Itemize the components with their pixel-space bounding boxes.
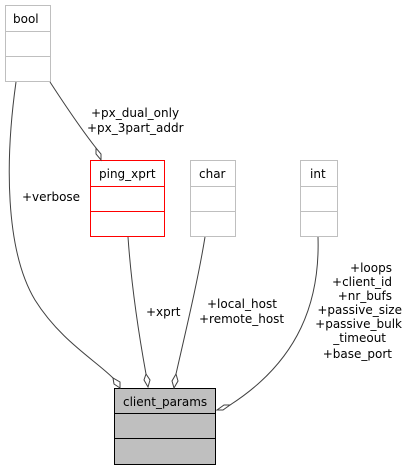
node-bool-title: bool	[13, 12, 39, 26]
edge-ping-xprt-to-client-params-diamond	[143, 372, 151, 389]
node-char-frame	[190, 160, 236, 237]
edge-bool-to-client-params-line	[8, 81, 114, 379]
edge-int-to-client-params-label-1: +loops	[350, 261, 392, 275]
node-bool[interactable]: bool	[5, 5, 51, 82]
edge-bool-to-client-params-label: +verbose	[22, 190, 80, 204]
node-ping-xprt[interactable]: ping_xprt	[90, 160, 165, 237]
edge-int-to-client-params-label-5: +passive_bulk	[315, 317, 402, 331]
edge-ping-xprt-to-client-params-label: +xprt	[146, 305, 181, 319]
edge-char-to-client-params-label-2: +remote_host	[199, 312, 284, 326]
edge-char-to-client-params-diamond	[171, 372, 179, 390]
node-ping-xprt-title: ping_xprt	[99, 167, 156, 181]
edge-bool-to-ping-xprt-line	[49, 81, 97, 149]
edge-int-to-client-params-label-7: +base_port	[323, 347, 393, 361]
edge-ping-xprt-to-client-params-line	[127, 236, 147, 375]
node-bool-frame	[5, 5, 51, 82]
edge-int-to-client-params-label-4: +passive_size	[317, 303, 402, 317]
edge-char-to-client-params: +local_host +remote_host	[171, 236, 284, 390]
edge-bool-to-ping-xprt-label-2: +px_3part_addr	[87, 121, 184, 135]
edge-char-to-client-params-label-1: +local_host	[207, 297, 277, 311]
edge-ping-xprt-to-client-params: +xprt	[127, 236, 181, 389]
edge-bool-to-ping-xprt: +px_dual_only +px_3part_addr	[49, 81, 184, 162]
node-char[interactable]: char	[190, 160, 236, 237]
edge-int-to-client-params-label-3: +nr_bufs	[338, 289, 392, 303]
edge-bool-to-ping-xprt-label-1: +px_dual_only	[91, 106, 179, 120]
node-client-params[interactable]: client_params	[114, 388, 216, 465]
edge-bool-to-client-params: +verbose	[8, 81, 121, 389]
node-int[interactable]: int	[300, 160, 338, 237]
node-char-title: char	[199, 167, 226, 181]
edge-bool-to-client-params-diamond	[112, 377, 121, 389]
edge-int-to-client-params-diamond	[215, 404, 232, 411]
edge-int-to-client-params-label-2: +client_id	[332, 275, 392, 289]
edge-char-to-client-params-line	[175, 236, 206, 375]
node-ping-xprt-frame	[90, 160, 165, 237]
node-int-frame	[300, 160, 338, 237]
edge-int-to-client-params-line	[229, 236, 319, 406]
node-client-params-title: client_params	[123, 395, 207, 409]
edge-int-to-client-params: +loops +client_id +nr_bufs +passive_size…	[215, 236, 402, 411]
node-int-title: int	[310, 167, 326, 181]
edge-bool-to-ping-xprt-diamond	[95, 146, 102, 162]
edge-int-to-client-params-label-6: _timeout	[332, 331, 386, 345]
node-client-params-frame	[114, 388, 216, 465]
